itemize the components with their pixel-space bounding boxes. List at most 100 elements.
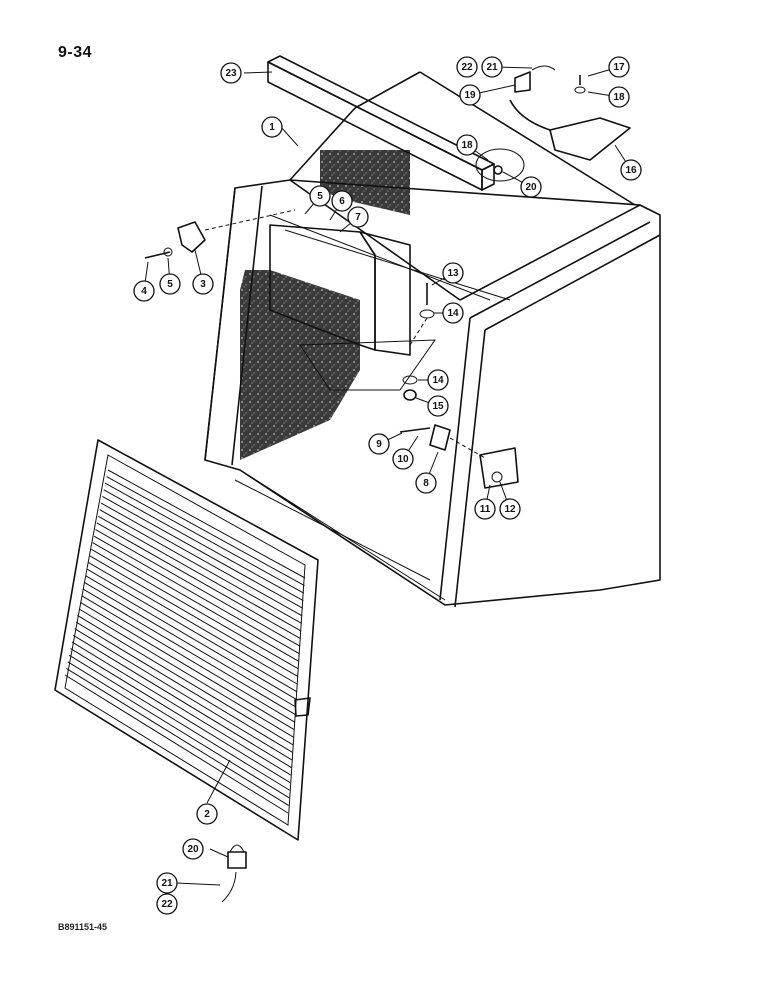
callout-circle: [459, 84, 481, 106]
callout-14: 14: [427, 369, 449, 391]
callout-circle: [499, 498, 521, 520]
callout-label: 19: [464, 90, 476, 101]
callout-circle: [442, 262, 464, 284]
callout-12: 12: [499, 498, 521, 520]
callout-circle: [456, 134, 478, 156]
callout-circle: [442, 302, 464, 324]
callout-label: 18: [613, 92, 625, 103]
inner-bracket: [269, 224, 436, 391]
callout-label: 14: [432, 375, 444, 386]
grille-slat: [96, 522, 301, 640]
callout-label: 17: [613, 62, 625, 73]
callout-circle: [415, 472, 437, 494]
callout-label: 8: [423, 478, 429, 489]
grille-slat: [99, 509, 302, 624]
callout-22: 22: [456, 56, 478, 78]
callout-2: 2: [196, 803, 218, 825]
callout-19: 19: [459, 84, 481, 106]
callout-circle: [331, 190, 353, 212]
callout-label: 20: [187, 844, 199, 855]
callout-label: 4: [141, 286, 147, 297]
callout-circle: [156, 893, 178, 915]
callout-label: 16: [625, 165, 637, 176]
callout-circle: [133, 280, 155, 302]
callout-label: 2: [204, 809, 210, 820]
callout-21: 21: [481, 56, 503, 78]
callout-circle: [427, 395, 449, 417]
grille-slat: [92, 542, 300, 662]
grille-slat: [91, 548, 299, 670]
callout-circle: [608, 56, 630, 78]
drawing-code: B891151-45: [58, 922, 108, 932]
callout-3: 3: [192, 273, 214, 295]
callout-label: 10: [397, 454, 409, 465]
callout-15: 15: [427, 395, 449, 417]
callout-label: 9: [376, 439, 382, 450]
callout-label: 21: [486, 62, 498, 73]
grille-slat: [104, 482, 305, 594]
callout-label: 3: [200, 279, 206, 290]
callout-4: 4: [133, 280, 155, 302]
grille-slat: [73, 634, 292, 768]
callout-label: 5: [317, 191, 323, 202]
callout-label: 5: [167, 279, 173, 290]
callout-circle: [427, 369, 449, 391]
callout-label: 12: [504, 504, 516, 515]
callout-label: 18: [461, 140, 473, 151]
callout-circle: [182, 838, 204, 860]
grille-slat: [67, 661, 290, 799]
callout-circle: [347, 206, 369, 228]
callout-circle: [192, 273, 214, 295]
callout-11: 11: [474, 498, 496, 520]
grille-slat: [85, 575, 297, 700]
callout-1: 1: [261, 116, 283, 138]
grille-slat: [88, 562, 298, 685]
callout-label: 20: [525, 182, 537, 193]
page-number: 9-34: [58, 44, 93, 61]
callout-circle: [159, 273, 181, 295]
grille-slat: [80, 601, 295, 731]
callout-label: 7: [355, 212, 361, 223]
callout-label: 1: [269, 122, 275, 133]
callout-5: 5: [309, 185, 331, 207]
callout-circle: [196, 803, 218, 825]
callout-label: 15: [432, 401, 444, 412]
grille-slat: [66, 667, 289, 806]
callout-circle: [261, 116, 283, 138]
callout-17: 17: [608, 56, 630, 78]
callout-label: 13: [447, 268, 459, 279]
grille-slat: [68, 654, 290, 791]
grille-slat: [93, 535, 300, 655]
grille-slat: [106, 476, 305, 587]
callout-circle: [620, 159, 642, 181]
grille-slat: [70, 648, 291, 784]
callout-circle: [309, 185, 331, 207]
callout-21: 21: [156, 872, 178, 894]
grille-slat: [107, 469, 306, 579]
grille-slat: [102, 496, 304, 609]
callout-8: 8: [415, 472, 437, 494]
callout-14: 14: [442, 302, 464, 324]
grille-slat: [75, 621, 293, 753]
callout-18: 18: [456, 134, 478, 156]
callout-circle: [456, 56, 478, 78]
grille-slat: [86, 568, 298, 693]
grille: [54, 439, 319, 841]
grille-slat: [71, 641, 292, 776]
grille-slat: [82, 588, 296, 715]
grille-slat: [74, 628, 293, 761]
callout-circle: [220, 62, 242, 84]
callout-circle: [520, 176, 542, 198]
callout-label: 22: [161, 899, 173, 910]
callout-circle: [156, 872, 178, 894]
grille-slat: [64, 674, 289, 814]
callout-16: 16: [620, 159, 642, 181]
callout-label: 21: [161, 878, 173, 889]
callout-label: 23: [225, 68, 237, 79]
callout-9: 9: [368, 433, 390, 455]
callout-20: 20: [182, 838, 204, 860]
callout-18: 18: [608, 86, 630, 108]
grille-slat: [103, 489, 304, 602]
